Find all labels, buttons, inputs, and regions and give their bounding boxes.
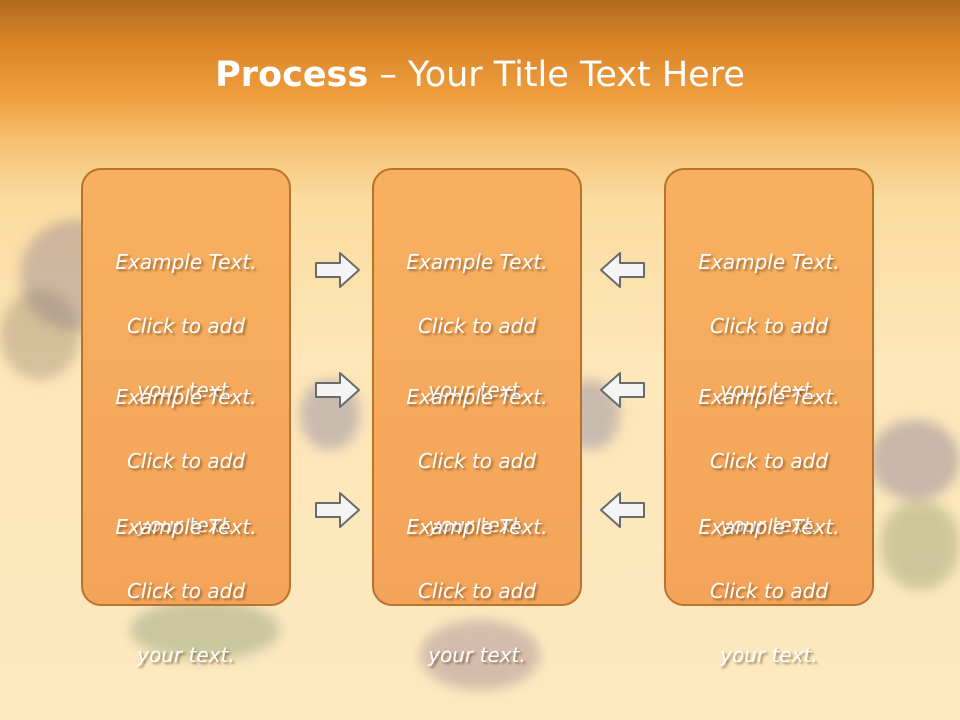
panel-text-block[interactable]: Example Text. Click to add your text. (666, 349, 872, 573)
text-line: Example Text. (115, 385, 257, 409)
text-line: Click to add (417, 449, 537, 473)
panel-text-block[interactable]: Example Text. Click to add your text. (83, 349, 289, 573)
left-arrow-icon (600, 252, 645, 288)
background-photo-shape (130, 600, 280, 660)
panel-text-block[interactable]: Example Text. Click to add your text. (374, 479, 580, 703)
text-line: Click to add (417, 579, 537, 603)
text-line: Click to add (709, 579, 829, 603)
text-line: Example Text. (115, 250, 257, 274)
panel-text-block[interactable]: Example Text. Click to add your text. (83, 479, 289, 703)
text-line: your text. (428, 378, 526, 402)
text-line: Click to add (709, 314, 829, 338)
text-line: Click to add (126, 579, 246, 603)
panel-text-block[interactable]: Example Text. Click to add your text. (666, 479, 872, 703)
text-line: Example Text. (406, 250, 548, 274)
text-line: Example Text. (406, 515, 548, 539)
text-line: your text. (137, 513, 235, 537)
text-line: your text. (720, 643, 818, 667)
text-line: Example Text. (698, 515, 840, 539)
title-bold: Process (215, 55, 369, 95)
process-panel-right[interactable]: Example Text. Click to add your text. Ex… (664, 168, 874, 667)
text-line: Example Text. (698, 385, 840, 409)
panel-text-block[interactable]: Example Text. Click to add your text. (374, 349, 580, 573)
left-arrow-icon (600, 372, 645, 408)
process-panel-center[interactable]: Example Text. Click to add your text. Ex… (372, 168, 582, 667)
text-line: Click to add (417, 314, 537, 338)
left-arrow-icon (600, 492, 645, 528)
background-photo-shape (870, 420, 960, 500)
panel-text-block[interactable]: Example Text. Click to add your text. (83, 214, 289, 438)
text-line: Example Text. (406, 385, 548, 409)
background-photo-shape (0, 290, 80, 380)
background-photo-shape (880, 500, 960, 590)
text-line: Click to add (126, 314, 246, 338)
slide-title[interactable]: Process – Your Title Text Here (0, 52, 960, 98)
right-arrow-icon (315, 252, 360, 288)
text-line: your text. (720, 513, 818, 537)
text-line: Click to add (709, 449, 829, 473)
text-line: Example Text. (698, 250, 840, 274)
background-photo-shape (420, 620, 540, 690)
right-arrow-icon (315, 372, 360, 408)
panel-text-block[interactable]: Example Text. Click to add your text. (666, 214, 872, 438)
right-arrow-icon (315, 492, 360, 528)
panel-text-block[interactable]: Example Text. Click to add your text. (374, 214, 580, 438)
text-line: your text. (137, 378, 235, 402)
text-line: Click to add (126, 449, 246, 473)
text-line: your text. (137, 643, 235, 667)
text-line: your text. (720, 378, 818, 402)
title-rest: – Your Title Text Here (368, 55, 745, 95)
process-panel-left[interactable]: Example Text. Click to add your text. Ex… (81, 168, 291, 667)
text-line: Example Text. (115, 515, 257, 539)
text-line: your text. (428, 513, 526, 537)
text-line: your text. (428, 643, 526, 667)
